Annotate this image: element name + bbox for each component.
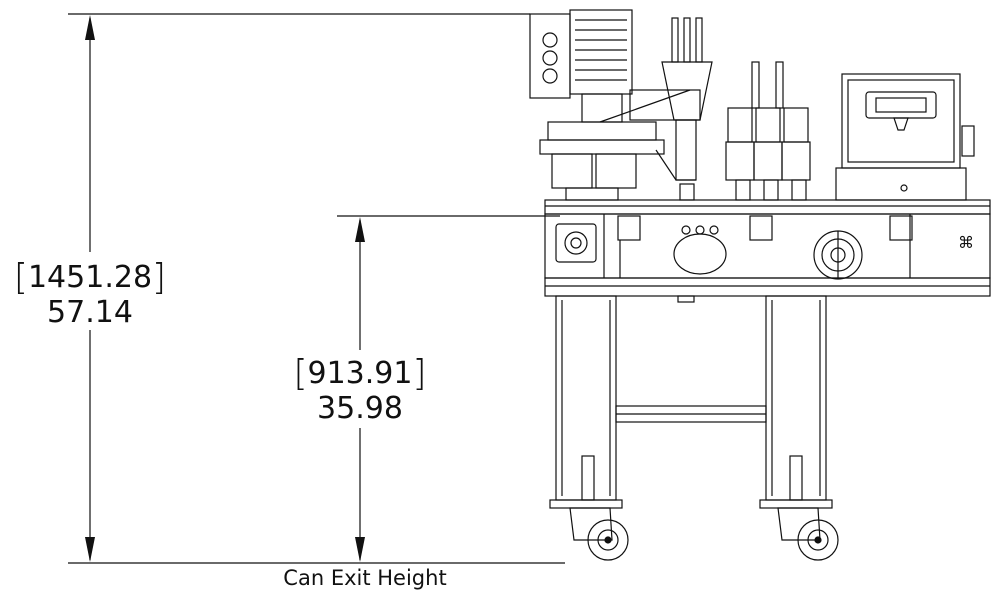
overall-height-label: [1451.28] 57.14 [10, 258, 170, 328]
exit-height-dimension [337, 215, 560, 562]
machine-frame: ⌘ [544, 199, 991, 303]
feed-chute [655, 17, 713, 201]
motor-assembly [529, 9, 701, 201]
exit-height-imperial: 35.98 [317, 391, 403, 426]
bracket-close: ] [152, 257, 167, 298]
bracket-open: [ [13, 257, 28, 298]
exit-height-metric: 913.91 [307, 356, 413, 391]
overall-height-imperial: 57.14 [47, 295, 133, 330]
control-box [835, 73, 975, 201]
exit-height-label: [913.91] 35.98 [280, 354, 440, 424]
overall-height-metric: 1451.28 [27, 260, 153, 295]
can-exit-height-caption: Can Exit Height [283, 566, 447, 590]
svg-text:⌘: ⌘ [958, 233, 974, 252]
overall-height-dimension [68, 13, 565, 564]
cross-brace [615, 405, 767, 423]
left-leg [549, 295, 629, 561]
capping-heads [725, 61, 811, 201]
bracket-open: [ [293, 353, 308, 394]
bracket-close: ] [412, 353, 427, 394]
right-leg [759, 295, 839, 561]
